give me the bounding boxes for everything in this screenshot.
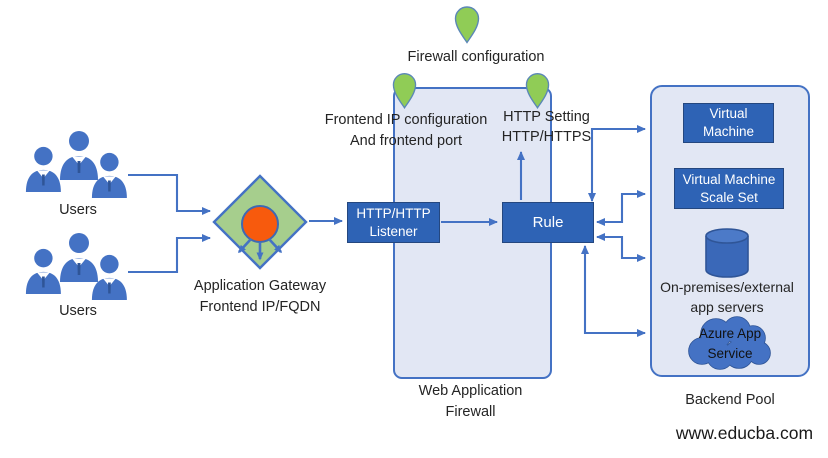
location-pin-icon [392, 73, 417, 110]
application-gateway-icon [212, 174, 308, 270]
watermark: www.educba.com [675, 423, 814, 443]
waf-container-label: Web Application Firewall [418, 383, 523, 421]
frontend-ip-configuration-label: Frontend IP configuration And frontend p… [324, 112, 488, 150]
application-gateway-label: Application Gateway Frontend IP/FQDN [193, 278, 327, 316]
database-icon [705, 228, 749, 278]
azure-app-service-label: Azure App Service [698, 326, 762, 362]
http-listener-box: HTTP/HTTP Listener [347, 202, 440, 243]
backend-pool-label: Backend Pool [685, 392, 775, 408]
users-bottom-label: Users [59, 303, 97, 319]
arrow-rule-app-service [581, 245, 646, 337]
firewall-configuration-label: Firewall configuration [407, 49, 545, 65]
arrow-rule-virtual-machine [588, 125, 646, 202]
arrow-rule-vm-scale-set [596, 190, 646, 226]
arrow-rule-on-premises [596, 233, 646, 262]
arrow-users-bottom-to-gateway [128, 234, 211, 274]
rule-box: Rule [502, 202, 594, 243]
on-premises-label: On-premises/external app servers [660, 279, 794, 315]
vm-scale-set-box: Virtual Machine Scale Set [674, 168, 784, 209]
location-pin-icon [454, 6, 480, 44]
arrow-users-top-to-gateway [128, 173, 211, 215]
http-setting-label: HTTP Setting HTTP/HTTPS [501, 109, 592, 145]
users-top-label: Users [59, 202, 97, 218]
cloud-icon [688, 316, 771, 370]
users-icon [25, 131, 127, 198]
location-pin-icon [525, 73, 550, 110]
virtual-machine-box: Virtual Machine [683, 103, 774, 143]
users-icon [25, 233, 127, 300]
